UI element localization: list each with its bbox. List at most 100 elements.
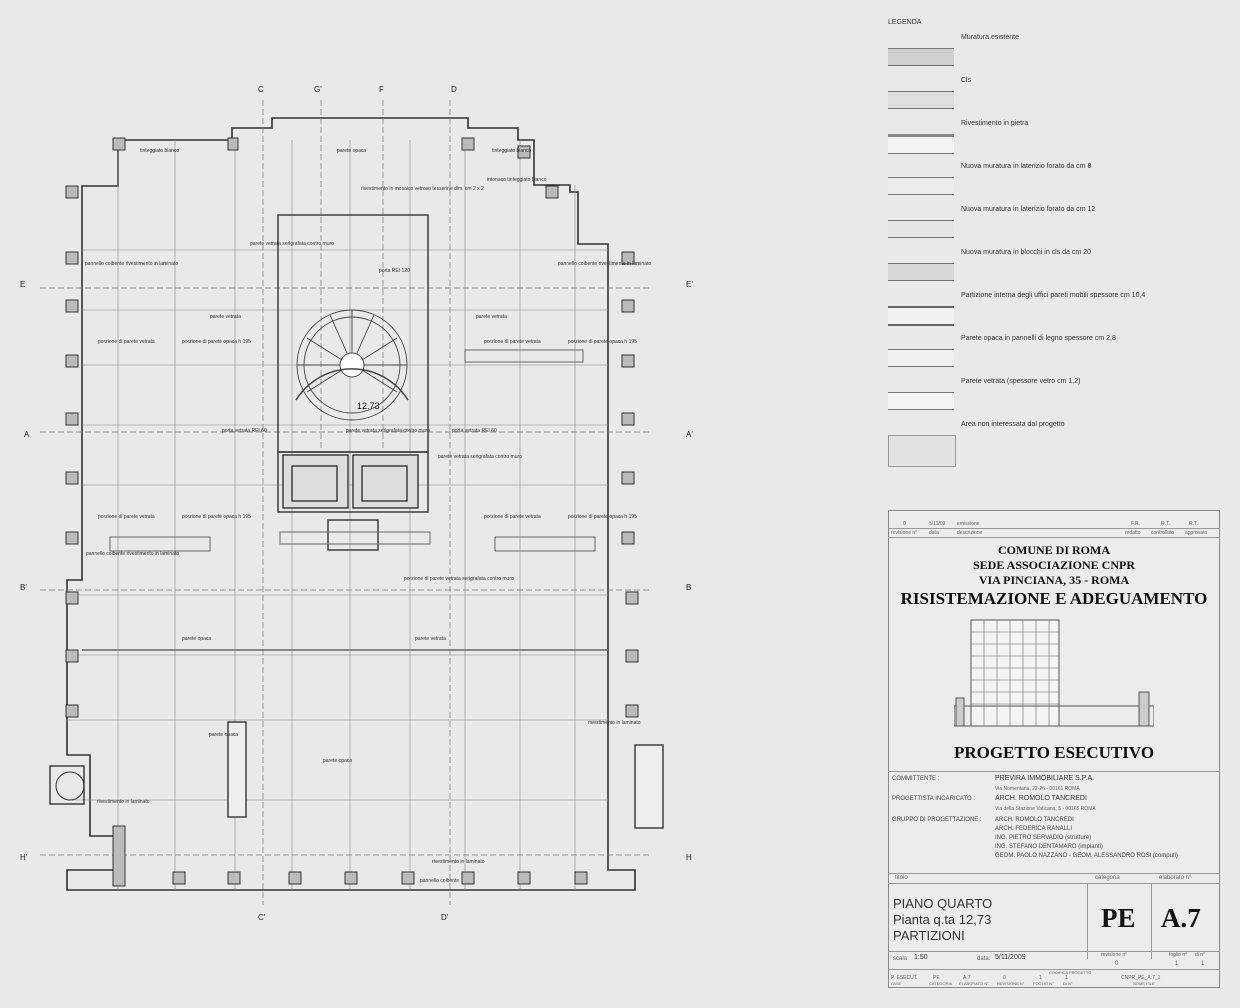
code-file: CNPR_PE_A.7_1: [1121, 975, 1161, 981]
titolo-label: titolo: [895, 875, 908, 881]
legend-label: Area non interessata dal progetto: [961, 421, 1065, 428]
section-markers: C G' F D E E' A A' B B' H H' C' D': [20, 85, 693, 922]
divider: [889, 883, 1219, 884]
annotation: porta REI 120: [379, 268, 410, 274]
plan-annotations: tinteggiato bianco tinteggiato bianco pa…: [85, 148, 651, 884]
legend-item: Parete vetrata (spessore vetro cm 1,2): [888, 378, 1218, 412]
legend-label: Cls: [961, 77, 972, 84]
annotation: porzione di parete opaca h 195: [182, 339, 251, 345]
section-marker: C: [258, 85, 264, 94]
divider: [889, 951, 1219, 952]
spiral-staircase: [295, 309, 409, 421]
annotation: intonaco tinteggiato bianco: [487, 177, 547, 183]
section-marker: G': [314, 85, 322, 94]
committente-label: COMMITTENTE :: [892, 776, 940, 782]
gruppo-member: ING. PIETRO SERVADIO (strutture): [995, 835, 1092, 841]
legend-swatch: [888, 392, 954, 410]
divider: [889, 528, 1219, 529]
progettista-address: Via della Stazione Vaticana, 5 - 00165 R…: [995, 806, 1096, 812]
code-header: FASE: [891, 981, 902, 986]
legend-swatch: [888, 134, 954, 154]
drawing-title-1: PIANO QUARTO: [893, 896, 993, 911]
scala-label: scala: [893, 956, 908, 962]
legend-item: Partizione interna degli uffici pareti m…: [888, 292, 1218, 326]
legend-swatch: [888, 263, 954, 281]
annotation: rivestimento in laminato: [588, 720, 641, 726]
legend-label: Parete opaca in pannelli di legno spesso…: [961, 335, 1116, 342]
gruppo-label: GRUPPO DI PROGETTAZIONE :: [892, 817, 982, 823]
section-marker: B': [20, 583, 27, 592]
annotation: parete opaca: [182, 636, 211, 642]
annotation: porzione di parete opaca h 195: [182, 514, 251, 520]
central-core: [49, 214, 664, 829]
revisione-label: revisione n°: [1101, 952, 1128, 958]
partition-walls: [82, 349, 608, 651]
building-elevation: [954, 619, 1154, 727]
divider: [889, 873, 1219, 874]
elaborato-label: elaborato n°: [1159, 875, 1192, 881]
annotation: parete opaca: [337, 148, 366, 154]
data-label: data:: [977, 956, 991, 962]
legend-swatch: [888, 48, 954, 66]
header-sede: SEDE ASSOCIAZIONE CNPR: [972, 558, 1136, 572]
annotation: porzione di parete opaca h 195: [568, 339, 637, 345]
header-comune: COMUNE DI ROMA: [998, 543, 1110, 557]
di-label: di n°: [1195, 952, 1206, 958]
annotation: porta vetrata REI 60: [452, 428, 497, 434]
drawing-title-2: Pianta q.ta 12,73: [893, 912, 992, 927]
section-marker: A': [686, 430, 693, 439]
annotation: rivestimento in laminato: [432, 859, 485, 865]
building-outline: [66, 117, 636, 891]
annotation: parete vetrata serigrafata contro muro: [346, 428, 430, 434]
code-header: CATEGORIA: [929, 981, 953, 986]
annotation: parete opaca: [209, 732, 238, 738]
annotation: pannello coibente rivestimento in lamina…: [85, 261, 178, 267]
legend-swatch: [888, 435, 956, 467]
code-header: NOME FILE: [1133, 981, 1155, 986]
categoria-code: PE: [1101, 903, 1136, 933]
legend-label: Parete vetrata (spessore vetro cm 1,2): [961, 378, 1081, 385]
section-lines: [40, 100, 650, 905]
rev-desc: emissione: [957, 521, 980, 527]
legend-item: Cls: [888, 77, 1218, 111]
elaborato-code: A.7: [1161, 903, 1201, 933]
annotation: rivestimento in mosaico vetroso tesserin…: [361, 186, 484, 192]
code-cell: P. ESECUT.: [891, 975, 918, 981]
scala-value: 1:50: [914, 954, 928, 961]
section-marker: E': [686, 280, 693, 289]
divider: [889, 969, 1219, 970]
annotation: parete opaca: [323, 758, 352, 764]
floor-plan: C G' F D E E' A A' B B' H H' C' D' 12.73…: [20, 85, 693, 922]
rev-header: controllato: [1151, 530, 1175, 536]
annotation: porzione di parete vetrata: [484, 514, 541, 520]
annotation: pannello coibente rivestimento in lamina…: [558, 261, 651, 267]
section-marker: H': [20, 853, 28, 862]
divider: [889, 771, 1219, 772]
section-marker: C': [258, 913, 266, 922]
legend-swatch: [888, 220, 954, 238]
code-cell: 0: [1003, 975, 1006, 981]
legend-swatch: [888, 306, 954, 326]
pillars: [65, 137, 639, 887]
di-value: 1: [1201, 961, 1205, 967]
revisione-value: 0: [1115, 961, 1119, 967]
rev-header: revisione n°: [891, 530, 918, 536]
annotation: parete vetrata: [415, 636, 446, 642]
section-marker: H: [686, 853, 692, 862]
section-marker: E: [20, 280, 25, 289]
rev-header: redatto: [1125, 530, 1141, 536]
header-progetto-esecutivo: PROGETTO ESECUTIVO: [953, 743, 1155, 762]
legend-item: Area non interessata dal progetto: [888, 421, 1218, 467]
legend-item: Rivestimento in pietra: [888, 120, 1218, 154]
annotation: porta vetrata REI 60: [222, 428, 267, 434]
section-marker: F: [379, 85, 384, 94]
progettista-name: ARCH. ROMOLO TANCREDI: [995, 795, 1087, 802]
divider: [1151, 883, 1152, 959]
header-project: RISISTEMAZIONE E ADEGUAMENTO: [900, 589, 1208, 608]
divider: [1087, 883, 1088, 959]
gruppo-member: GEOM. PAOLO NAZZANO - GEOM. ALESSANDRO R…: [995, 853, 1178, 859]
legend-swatch: [888, 91, 954, 109]
rev-header: approvato: [1185, 530, 1208, 536]
foglio-value: 1: [1175, 961, 1179, 967]
annotation: parete vetrata: [210, 314, 241, 320]
